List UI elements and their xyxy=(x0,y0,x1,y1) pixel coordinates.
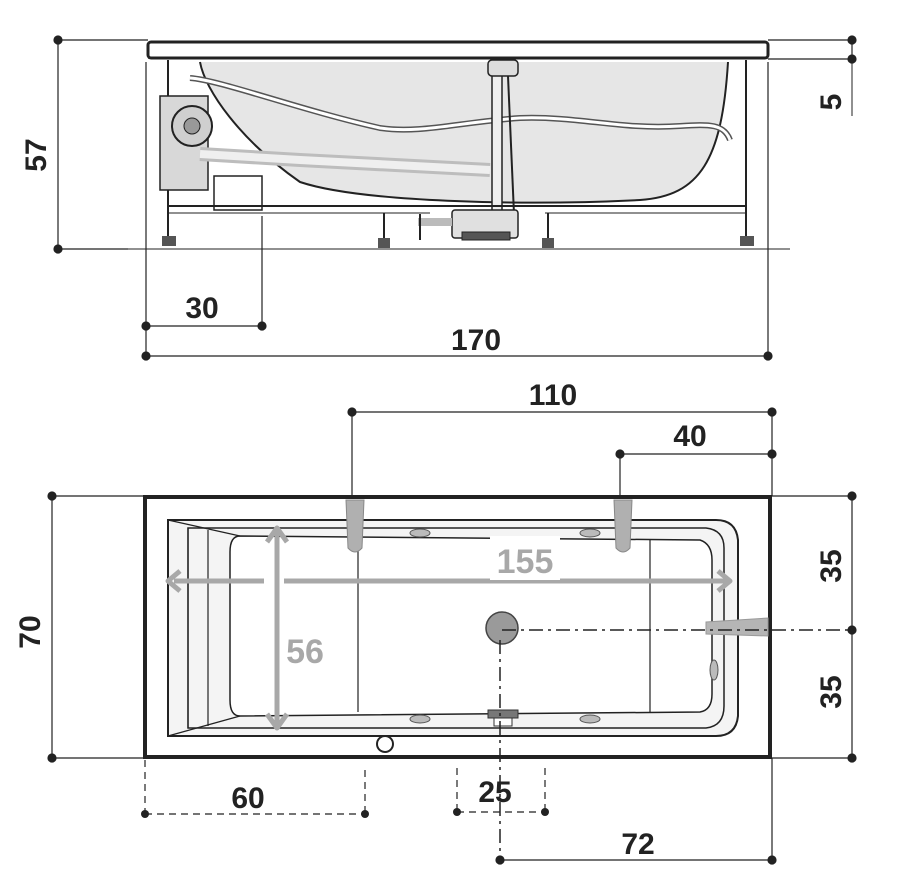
drain-width-label: 25 xyxy=(478,776,511,809)
tub-rim xyxy=(146,40,770,60)
pump-assembly xyxy=(159,95,263,211)
side-view-labels: 57 5 30 170 xyxy=(20,94,848,357)
pump-offset-label: 30 xyxy=(185,292,218,325)
length-label: 170 xyxy=(451,324,501,357)
overflow-offset-label: 60 xyxy=(231,782,264,815)
inner-dimensions xyxy=(165,525,733,731)
jet-offset-label: 40 xyxy=(673,420,706,453)
drain xyxy=(485,611,519,645)
tub-basin xyxy=(199,61,729,204)
drain-offset-label: 72 xyxy=(621,828,654,861)
height-label: 57 xyxy=(20,138,53,171)
jets xyxy=(409,528,719,724)
support-feet xyxy=(162,236,754,248)
overflow-fitting xyxy=(487,709,519,727)
rim-height-label: 5 xyxy=(815,94,848,111)
top-view-labels: 110 40 70 35 35 60 25 72 xyxy=(14,379,848,861)
side-outlet xyxy=(705,617,769,637)
drain-centerlines xyxy=(499,629,852,860)
jet-distance-label: 110 xyxy=(529,379,577,412)
overflow-hole xyxy=(376,735,394,753)
jet-nozzles xyxy=(345,499,633,553)
width-label: 70 xyxy=(14,615,47,648)
top-view-dimensions xyxy=(47,407,857,865)
half-width-top-label: 35 xyxy=(815,549,848,582)
inner-width-label: 56 xyxy=(286,633,324,671)
drain-trap xyxy=(418,209,519,241)
top-view xyxy=(143,495,772,759)
inner-length-label: 155 xyxy=(497,543,554,581)
side-view-dimensions xyxy=(53,35,857,361)
overflow-column xyxy=(491,63,503,215)
side-view xyxy=(128,40,790,250)
half-width-bottom-label: 35 xyxy=(815,675,848,708)
dashed-dimensions xyxy=(144,760,546,815)
